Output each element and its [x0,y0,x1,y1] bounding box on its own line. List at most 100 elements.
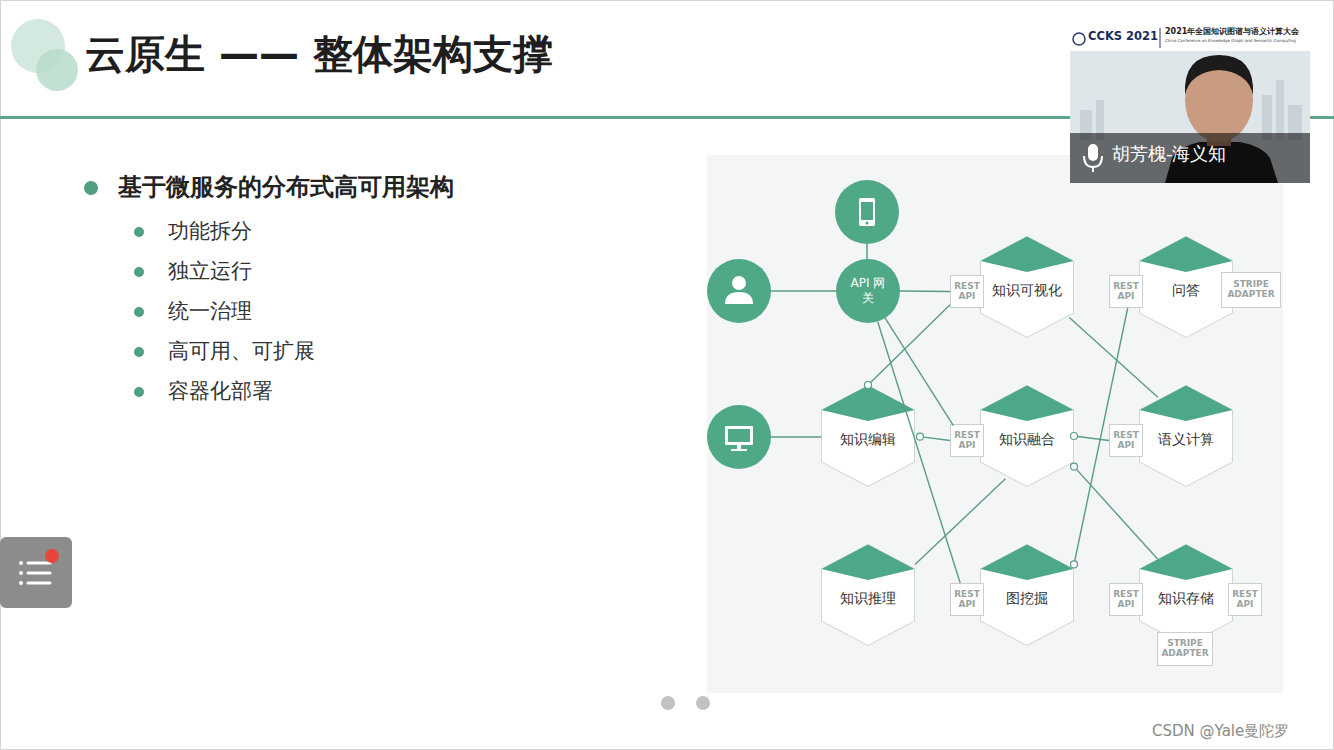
connector-port-dot [1071,561,1078,568]
hexagon-body [822,386,915,487]
node-text-box: 知识存储 [1139,544,1233,646]
rest-api-port: REST API [950,583,984,616]
graphic-circle [134,347,144,357]
bullet-item: 独立运行 [168,259,252,284]
stripe-adapter-port: STRIPE ADAPTER [1157,632,1213,666]
graphic-rect [728,429,750,442]
service-connector [900,290,950,292]
node-label: REST API [953,431,981,451]
speaker-name: 胡芳槐-海义知 [1112,143,1227,165]
side-menu-button [0,537,72,608]
rest-api-port: REST API [1109,583,1143,616]
service-connector [915,479,1005,565]
node-label: STRIPE ADAPTER [1224,280,1278,300]
title-decoration [11,19,78,91]
graphic-circle [134,307,144,317]
graphic-circle [134,267,144,277]
node-label: REST API [953,590,981,610]
node-label: 语义计算 [1158,431,1214,449]
graphic-rect [725,426,753,445]
connector-port-dot [1071,433,1078,440]
service-hexagon: 知识推理 [821,544,915,646]
node-label: API 网关 [848,276,888,306]
hexagon-cap [981,386,1074,422]
node-label: 知识可视化 [992,282,1062,300]
node-text-box: REST API [951,425,983,456]
rest-api-port: REST API [950,424,984,457]
node-text-box: 知识推理 [821,544,915,646]
rest-api-port: REST API [1109,424,1143,457]
graphic-line [28,562,50,565]
graphic-rect [1070,25,1310,51]
hexagon-cap [1140,386,1233,422]
graphic-circle [1073,33,1085,45]
connector-port-dot [865,382,872,389]
graphic-circle [732,276,746,290]
stripe-adapter-port: STRIPE ADAPTER [1221,272,1281,308]
hexagon-body [981,237,1074,338]
node-text-box: REST API [1110,584,1142,615]
mobile-client-icon [835,180,899,244]
node-label: 知识融合 [999,431,1055,449]
conference-name: 2021年全国知识图谱与语义计算大会 [1165,27,1299,37]
graphic-group [19,561,23,585]
service-connector [1074,467,1158,560]
rest-api-port: REST API [1109,275,1143,308]
graphic-circle [134,387,144,397]
hexagon-cap [981,237,1074,273]
hexagon-cap [822,386,915,422]
page-dots [661,696,710,710]
hexagon-cap [1140,237,1233,273]
service-connector [885,318,953,426]
bullet-item: 功能拆分 [168,219,252,244]
graphic-circle [134,227,144,237]
service-connector [1074,436,1109,441]
graphic-group [28,563,50,583]
node-label: STRIPE ADAPTER [1160,639,1210,659]
bullet-item: 统一治理 [168,299,252,324]
graphic-rect [1276,80,1284,140]
service-connector [920,437,950,441]
service-connector [868,305,950,385]
graphic-line [28,572,50,575]
hexagon-body [822,545,915,646]
hexagon-cap [981,545,1074,581]
service-hexagon: 语义计算REST API [1139,385,1233,487]
graphic-path [1185,55,1253,95]
graphic-rect [0,537,72,608]
node-text-box: 语义计算 [1139,385,1233,487]
graphic-rect [861,202,873,220]
service-hexagon: 图挖掘REST API [980,544,1074,646]
graphic-circle [707,405,771,469]
graphic-circle [19,561,23,565]
node-label: REST API [1231,590,1259,610]
node-text-box: 图挖掘 [980,544,1074,646]
graphic-line [866,244,868,259]
service-connector [1074,308,1128,564]
node-text-box: REST API [1229,584,1261,615]
node-label: 图挖掘 [1006,590,1048,608]
graphic-circle [19,571,23,575]
service-hexagon: 知识存储REST APIREST APISTRIPE ADAPTER [1139,544,1233,646]
user-client-icon [707,259,771,323]
node-text-box: 知识可视化 [980,236,1074,338]
rest-api-port: REST API [1228,583,1262,616]
service-connector [1069,318,1158,398]
node-label: 问答 [1172,282,1200,300]
graphic-line [771,436,821,438]
conference-logo-text: CCKS 2021 [1088,30,1158,44]
node-text-box: STRIPE ADAPTER [1158,633,1212,665]
connector-port-dot [1071,463,1078,470]
bullet-heading: 基于微服务的分布式高可用架构 [118,173,454,202]
rest-api-port: REST API [950,275,984,308]
graphic-rect [1070,133,1310,183]
graphic-line [28,582,50,585]
hexagon-body [981,386,1074,487]
service-hexagon: 知识融合REST API [980,385,1074,487]
bullet-dots [84,181,144,397]
graphic-circle [84,181,98,195]
